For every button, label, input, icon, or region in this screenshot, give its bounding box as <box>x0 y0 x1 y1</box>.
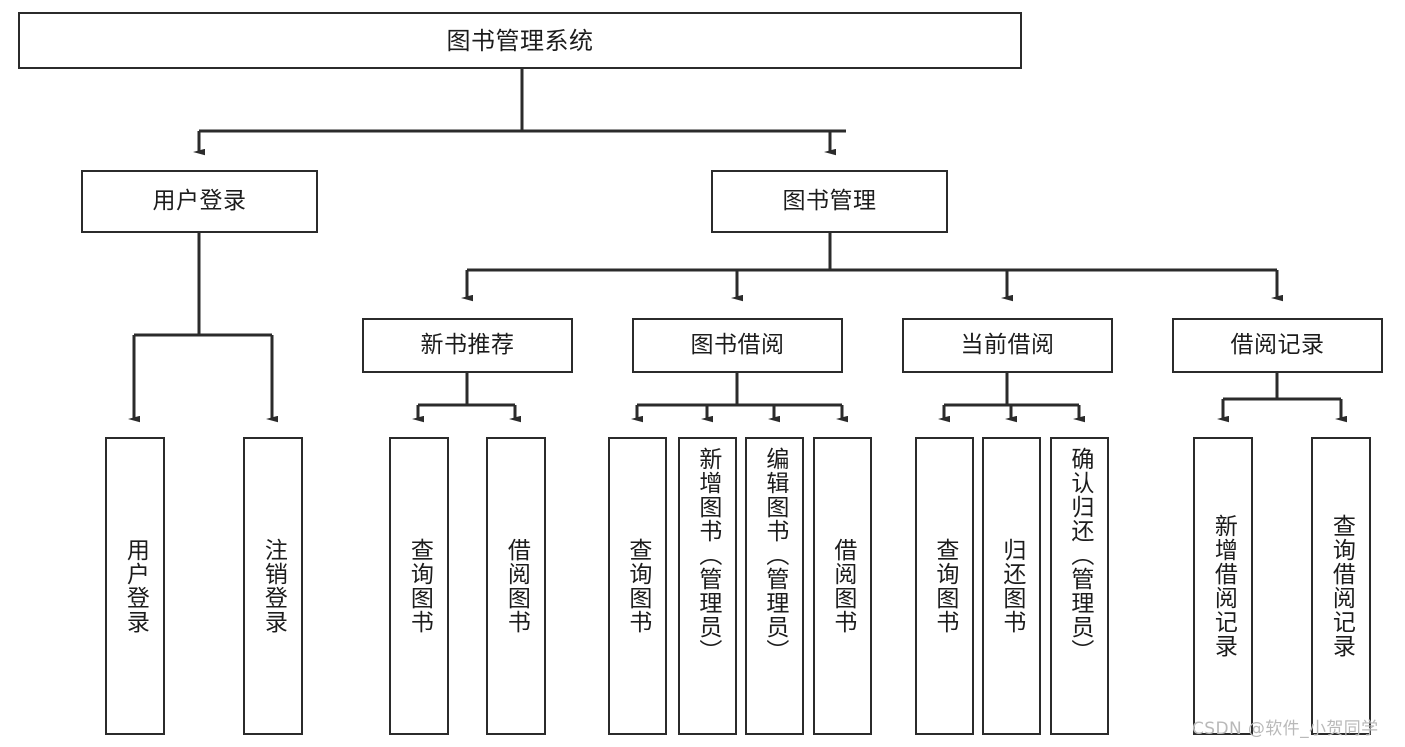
node-label-leaf-borrow-book-1: 借阅图书 <box>503 538 530 634</box>
node-label-leaf-borrow-book-2: 借阅图书 <box>829 538 856 634</box>
node-label-leaf-add-book: 新增图书（管理员） <box>694 447 721 663</box>
node-label-leaf-user-login: 用户登录 <box>122 538 149 634</box>
node-leaf-add-record[interactable]: 新增借阅记录 <box>1193 437 1253 735</box>
node-leaf-logout[interactable]: 注销登录 <box>243 437 303 735</box>
node-leaf-user-login[interactable]: 用户登录 <box>105 437 165 735</box>
node-label-borrow-record: 借阅记录 <box>1230 332 1325 358</box>
node-label-leaf-confirm-return: 确认归还（管理员） <box>1066 447 1093 663</box>
node-label-new-book-recommend: 新书推荐 <box>420 332 515 358</box>
node-leaf-query-book-1[interactable]: 查询图书 <box>389 437 449 735</box>
node-leaf-borrow-book-2[interactable]: 借阅图书 <box>813 437 872 735</box>
node-label-leaf-query-book-2: 查询图书 <box>624 538 651 634</box>
node-label-current-borrow: 当前借阅 <box>960 332 1055 358</box>
csdn-watermark: CSDN @软件_小贺同学 <box>1192 719 1379 739</box>
node-leaf-return-book[interactable]: 归还图书 <box>982 437 1041 735</box>
node-label-leaf-query-book-1: 查询图书 <box>406 538 433 634</box>
node-leaf-query-book-2[interactable]: 查询图书 <box>608 437 667 735</box>
node-leaf-confirm-return[interactable]: 确认归还（管理员） <box>1050 437 1109 735</box>
node-current-borrow[interactable]: 当前借阅 <box>902 318 1113 373</box>
node-user-login[interactable]: 用户登录 <box>81 170 318 233</box>
node-new-book-recommend[interactable]: 新书推荐 <box>362 318 573 373</box>
node-leaf-add-book[interactable]: 新增图书（管理员） <box>678 437 737 735</box>
node-leaf-query-record[interactable]: 查询借阅记录 <box>1311 437 1371 735</box>
node-label-leaf-add-record: 新增借阅记录 <box>1210 514 1237 658</box>
node-leaf-query-book-3[interactable]: 查询图书 <box>915 437 974 735</box>
node-label-root: 图书管理系统 <box>446 26 594 55</box>
node-label-leaf-edit-book: 编辑图书（管理员） <box>761 447 788 663</box>
node-label-user-login: 用户登录 <box>152 188 247 214</box>
node-leaf-borrow-book-1[interactable]: 借阅图书 <box>486 437 546 735</box>
node-book-borrow[interactable]: 图书借阅 <box>632 318 843 373</box>
node-label-book-management: 图书管理 <box>782 188 877 214</box>
node-borrow-record[interactable]: 借阅记录 <box>1172 318 1383 373</box>
node-label-book-borrow: 图书借阅 <box>690 332 785 358</box>
node-book-management[interactable]: 图书管理 <box>711 170 948 233</box>
node-label-leaf-logout: 注销登录 <box>260 538 287 634</box>
node-label-leaf-return-book: 归还图书 <box>998 538 1025 634</box>
node-label-leaf-query-record: 查询借阅记录 <box>1328 514 1355 658</box>
node-book-management-system[interactable]: 图书管理系统 <box>18 12 1022 69</box>
node-leaf-edit-book[interactable]: 编辑图书（管理员） <box>745 437 804 735</box>
node-label-leaf-query-book-3: 查询图书 <box>931 538 958 634</box>
